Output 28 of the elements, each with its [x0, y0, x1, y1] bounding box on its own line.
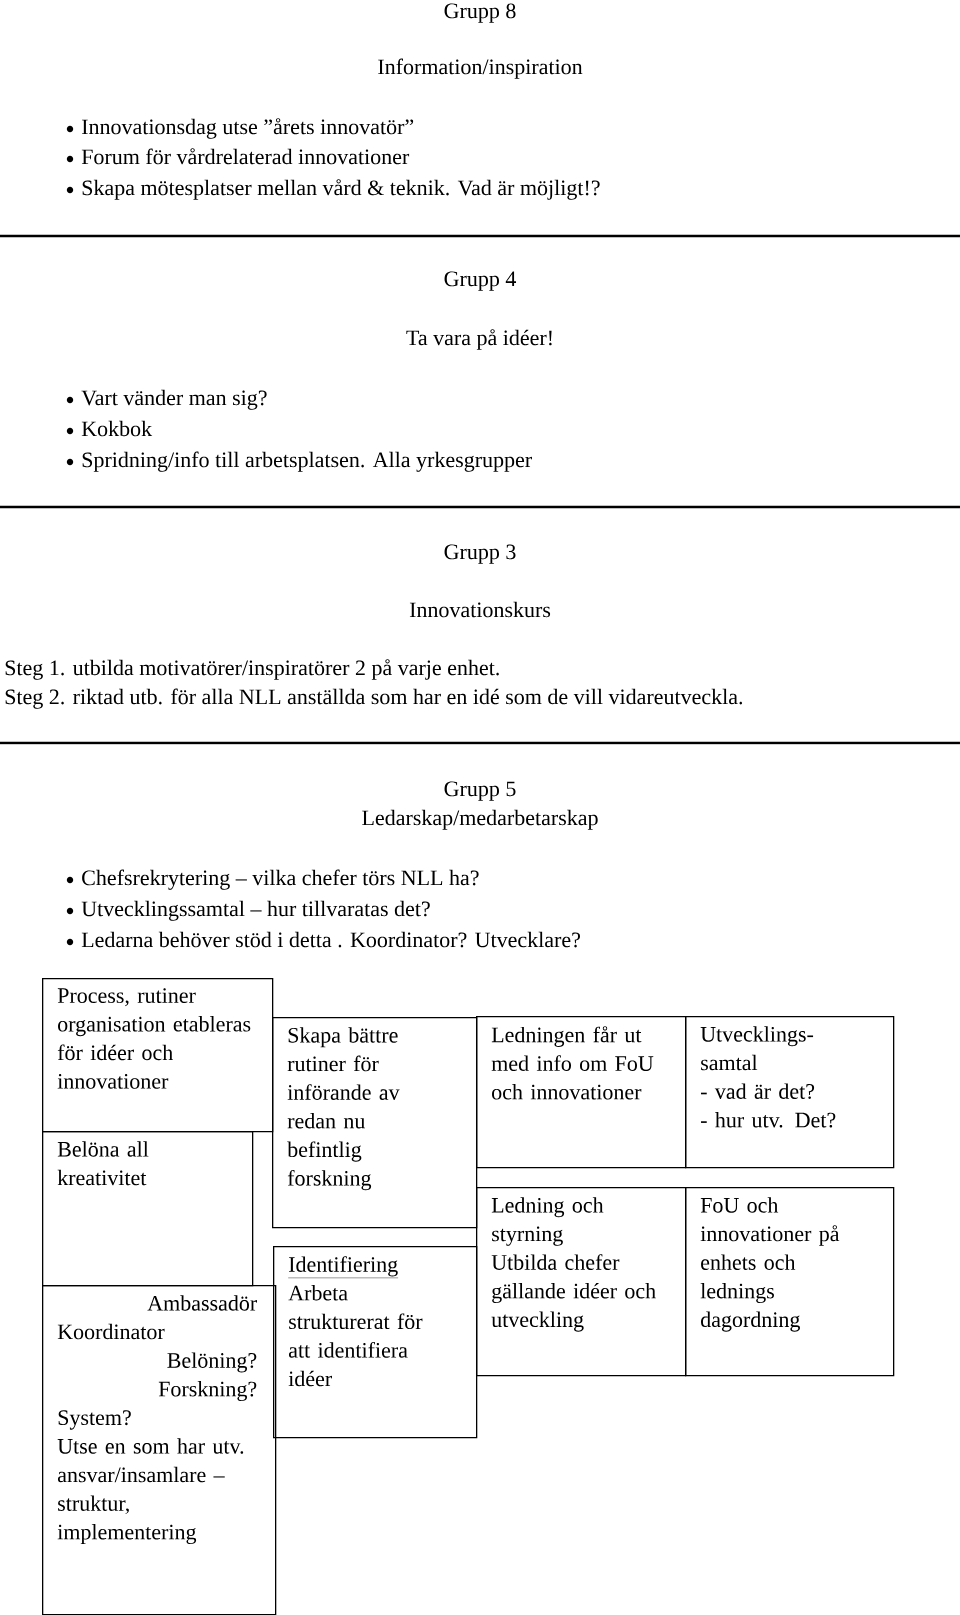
bullet-text: Skapa mötesplatser mellan vård & teknik. Vad är möjligt!?	[82, 179, 600, 200]
heading-text: Grupp 4	[444, 271, 516, 291]
heading-text: Grupp 3	[444, 544, 516, 564]
text-box: FoU och innovationer på enhets och lednings dagordning	[685, 1187, 895, 1377]
step-text: Steg 2. riktad utb. för alla NLL anställda som har en idé som de vill vidareutveckla.	[5, 688, 743, 709]
bullet-text: Kokbok	[81, 420, 153, 437]
heading-text: Grupp 5	[444, 781, 516, 801]
step-text: Steg 1. utbilda motivatörer/inspiratörer 2 på varje enhet.	[5, 659, 499, 680]
heading-text: Ta vara på idéer!	[406, 329, 552, 350]
heading-text: Information/inspiration	[378, 58, 583, 79]
heading-text: Ledarskap/medarbetarskap	[362, 809, 598, 830]
bullet-text: Ledarna behöver stöd i detta . Koordinator? Utvecklare?	[81, 931, 580, 948]
bullet-text: Vart vänder man sig?	[81, 389, 267, 410]
heading-text: Innovationskurs	[409, 601, 551, 618]
text-box: Skapa bättre rutiner för införande av redan nu befintlig forskning	[272, 1017, 478, 1229]
bullet-text: Forum för vårdrelaterad innovationer	[81, 148, 410, 165]
heading-text: Grupp 8	[444, 3, 516, 23]
text-box: Utvecklings- samtal - vad är det? - hur utv. Det?	[685, 1016, 895, 1169]
text-box: Belöna all kreativitet	[42, 1131, 254, 1287]
text-box: Ambassadör Koordinator Belöning? Forskning? System? Utse en som har utv. ansvar/insamlare – struktur, implementering	[42, 1285, 277, 1615]
text-box: Identifiering Arbeta strukturerat för att identifiera idéer	[273, 1246, 478, 1439]
bullet-text: Utvecklingssamtal – hur tillvaratas det?	[81, 900, 430, 921]
bullet-text: Innovationsdag utse ”årets innovatör”	[82, 118, 414, 139]
bullet-text: Spridning/info till arbetsplatsen. Alla yrkesgrupper	[82, 451, 532, 472]
text-box: Ledningen får ut med info om FoU och innovationer	[476, 1016, 687, 1169]
bullet-text: Chefsrekrytering – vilka chefer törs NLL ha?	[82, 869, 479, 890]
text-box: Ledning och styrning Utbilda chefer gällande idéer och utveckling	[476, 1187, 687, 1377]
text-box: Process, rutiner organisation etableras för idéer och innovationer	[42, 978, 274, 1133]
